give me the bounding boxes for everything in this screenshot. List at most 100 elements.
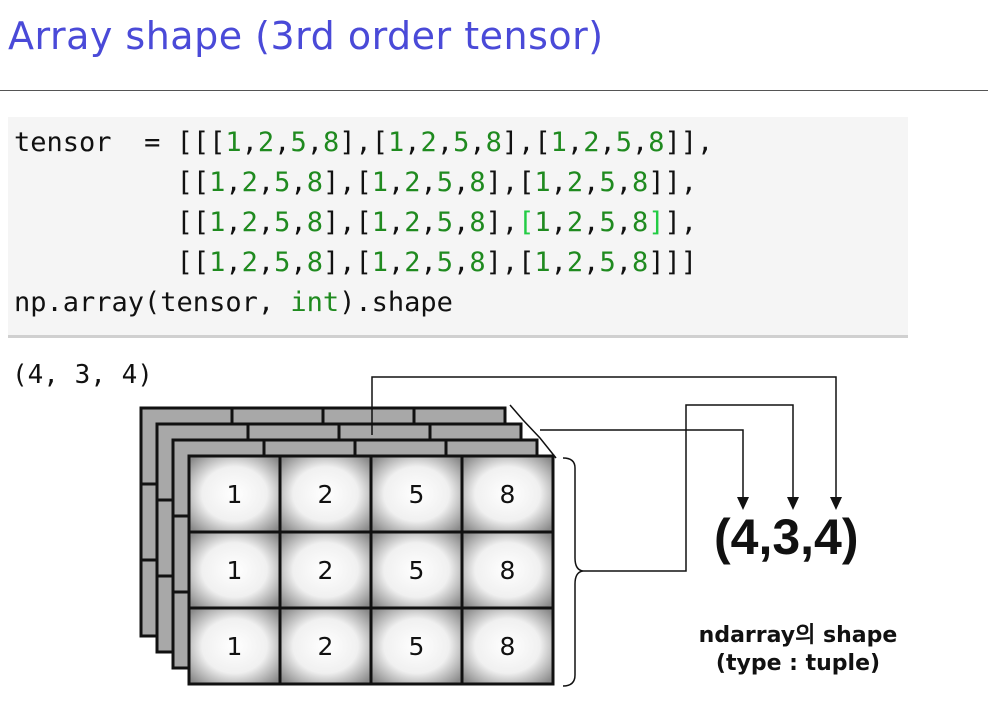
arrow-head-2 bbox=[787, 497, 799, 510]
tensor-cell-value: 1 bbox=[227, 632, 243, 661]
code-number: 2 bbox=[404, 207, 421, 238]
tensor-cell-value: 2 bbox=[318, 556, 334, 585]
code-number: 1 bbox=[209, 167, 226, 198]
caption-line-2: (type : tuple) bbox=[715, 651, 881, 676]
tensor-cell-value: 8 bbox=[500, 480, 516, 509]
code-line-2: [[1,2,5,8],[1,2,5,8],[1,2,5,8]], bbox=[14, 167, 697, 198]
tensor-cell bbox=[369, 606, 464, 686]
code-number: 5 bbox=[436, 207, 454, 238]
connector-line-cols bbox=[540, 429, 744, 498]
code-number: 8 bbox=[631, 207, 649, 238]
code-number: 2 bbox=[241, 207, 258, 238]
code-number: 2 bbox=[257, 127, 275, 158]
code-line-4: [[1,2,5,8],[1,2,5,8],[1,2,5,8]]] bbox=[14, 247, 697, 278]
code-keyword-int: int bbox=[290, 287, 340, 318]
code-number: 8 bbox=[306, 207, 323, 238]
tensor-cell bbox=[278, 454, 373, 534]
shape-tuple-label: (4,3,4) bbox=[714, 509, 859, 565]
tensor-cell bbox=[460, 454, 555, 534]
code-number: 8 bbox=[322, 127, 340, 158]
code-number: 8 bbox=[469, 167, 486, 198]
code-cell: tensor = [[[1,2,5,8],[1,2,5,8],[1,2,5,8]… bbox=[8, 117, 908, 338]
depth-diagonal bbox=[509, 404, 557, 459]
connector-line-depth bbox=[371, 376, 837, 498]
tensor-cell-value: 5 bbox=[409, 556, 425, 585]
tensor-cell-value: 5 bbox=[409, 480, 425, 509]
code-number: 2 bbox=[241, 247, 258, 278]
code-var: tensor bbox=[14, 127, 112, 158]
code-number: 8 bbox=[306, 247, 323, 278]
code-number: 2 bbox=[420, 127, 437, 158]
code-number: 1 bbox=[209, 207, 226, 238]
code-line-3: [[1,2,5,8],[1,2,5,8],[1,2,5,8]], bbox=[14, 207, 697, 238]
tensor-cell bbox=[369, 454, 464, 534]
tensor-cell bbox=[187, 454, 282, 534]
code-assign: = bbox=[144, 127, 161, 158]
tensor-cell bbox=[278, 606, 373, 686]
code-call-suffix: ).shape bbox=[339, 287, 453, 318]
code-number: 5 bbox=[615, 127, 632, 158]
code-number: 8 bbox=[469, 207, 486, 238]
code-number: 8 bbox=[631, 247, 649, 278]
tensor-layer-front: 1 2 5 8 1 2 5 8 1 2 5 8 bbox=[187, 454, 555, 686]
code-number: 1 bbox=[534, 167, 551, 198]
arrow-head-1 bbox=[737, 497, 749, 510]
tensor-cell bbox=[187, 530, 282, 610]
connector-line-rows bbox=[583, 404, 794, 572]
tensor-cell-value: 1 bbox=[227, 556, 243, 585]
code-number: 2 bbox=[566, 207, 584, 238]
code-call-prefix: np.array(tensor, bbox=[14, 287, 291, 318]
tensor-cell bbox=[460, 606, 555, 686]
tensor-cell-value: 8 bbox=[500, 556, 516, 585]
code-number: 1 bbox=[209, 247, 226, 278]
code-number: 1 bbox=[534, 247, 551, 278]
code-line-5: np.array(tensor, int).shape bbox=[14, 287, 453, 318]
code-number: 2 bbox=[404, 167, 421, 198]
code-number: 8 bbox=[469, 247, 486, 278]
code-number: 8 bbox=[306, 167, 323, 198]
tensor-cell-value: 2 bbox=[318, 632, 334, 661]
code-number: 5 bbox=[274, 247, 291, 278]
tensor-cell-value: 2 bbox=[318, 480, 334, 509]
code-number: 8 bbox=[485, 127, 502, 158]
code-number: 5 bbox=[436, 247, 454, 278]
code-number: 1 bbox=[534, 207, 551, 238]
code-number: 1 bbox=[388, 127, 405, 158]
code-number: 5 bbox=[274, 207, 291, 238]
code-number: 5 bbox=[290, 127, 307, 158]
code-number: 2 bbox=[566, 167, 584, 198]
tensor-line: [[1,2,5,8],[1,2,5,8],[1,2,5,8]], bbox=[160, 167, 698, 198]
tensor-line: [[1,2,5,8],[1,2,5,8],[1,2,5,8]]] bbox=[160, 247, 698, 278]
code-number: 2 bbox=[583, 127, 600, 158]
page-title: Array shape (3rd order tensor) bbox=[8, 14, 604, 58]
tensor-cell bbox=[369, 530, 464, 610]
code-number: 5 bbox=[599, 207, 616, 238]
title-divider bbox=[0, 90, 988, 91]
caption-line-1: ndarray의 shape bbox=[698, 623, 898, 648]
code-number: 8 bbox=[648, 127, 665, 158]
code-number: 2 bbox=[566, 247, 584, 278]
code-number: 1 bbox=[371, 207, 388, 238]
dim-bracket bbox=[562, 457, 584, 687]
tensor-cell-value: 5 bbox=[409, 632, 425, 661]
tensor-cell bbox=[460, 530, 555, 610]
code-number: 2 bbox=[404, 247, 421, 278]
code-number: 1 bbox=[550, 127, 567, 158]
code-number: 8 bbox=[631, 167, 649, 198]
code-number: 1 bbox=[225, 127, 242, 158]
code-number: 5 bbox=[599, 167, 616, 198]
code-number: 1 bbox=[371, 167, 388, 198]
tensor-line: [[1,2,5,8],[1,2,5,8],[1,2,5,8]], bbox=[160, 207, 698, 238]
code-number: 5 bbox=[599, 247, 616, 278]
tensor-line: [[[1,2,5,8],[1,2,5,8],[1,2,5,8]], bbox=[176, 127, 714, 158]
code-line-1: tensor = [[[1,2,5,8],[1,2,5,8],[1,2,5,8]… bbox=[14, 127, 713, 158]
tensor-cell-value: 8 bbox=[500, 632, 516, 661]
tensor-cell-value: 1 bbox=[227, 480, 243, 509]
code-output: (4, 3, 4) bbox=[12, 360, 153, 390]
code-number: 1 bbox=[371, 247, 388, 278]
code-number: 5 bbox=[436, 167, 454, 198]
code-number: 5 bbox=[274, 167, 291, 198]
code-number: 5 bbox=[453, 127, 470, 158]
code-number: 2 bbox=[241, 167, 258, 198]
